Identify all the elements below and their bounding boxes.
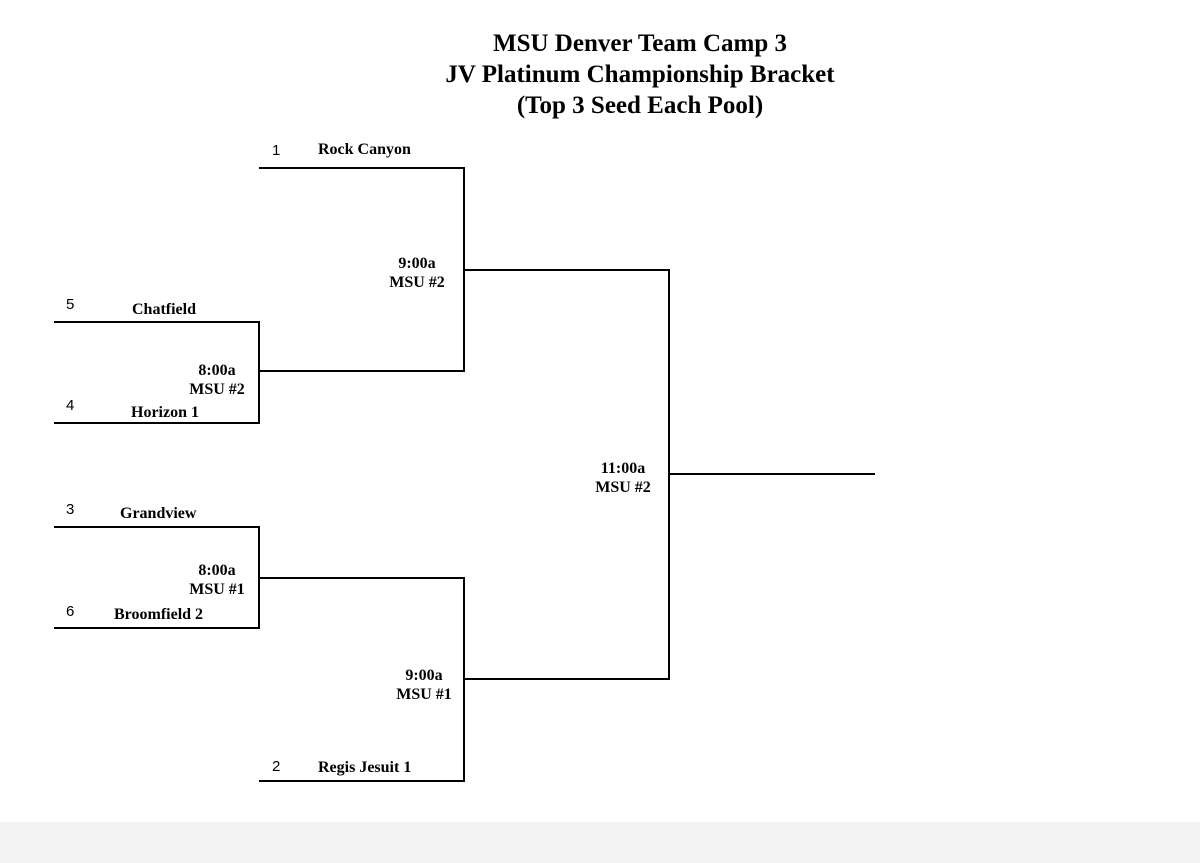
game-r1-top: 8:00a MSU #2 (172, 361, 262, 399)
page-bottom-margin (0, 822, 1200, 863)
team-grandview: Grandview (120, 505, 197, 522)
game-r1-bottom-time: 8:00a (198, 562, 236, 579)
game-semi-bottom: 9:00a MSU #1 (379, 666, 469, 704)
seed-rock-canyon: 1 (272, 142, 281, 159)
seed-regis: 2 (272, 758, 281, 775)
team-chatfield: Chatfield (132, 301, 196, 318)
team-horizon: Horizon 1 (131, 404, 199, 421)
bracket-line-chatfield (54, 321, 260, 424)
game-r1-bottom: 8:00a MSU #1 (172, 561, 262, 599)
team-regis: Regis Jesuit 1 (318, 759, 412, 776)
game-semi-bottom-court: MSU #1 (396, 686, 452, 703)
game-semi-top: 9:00a MSU #2 (372, 254, 462, 292)
game-final-time: 11:00a (600, 460, 646, 477)
seed-grandview: 3 (66, 501, 75, 518)
seed-chatfield: 5 (66, 296, 75, 313)
seed-broomfield: 6 (66, 603, 75, 620)
bracket-line-rock-canyon (259, 167, 465, 372)
title-line-1: MSU Denver Team Camp 3 (493, 30, 787, 57)
title-line-2: JV Platinum Championship Bracket (445, 61, 835, 88)
game-r1-bottom-court: MSU #1 (189, 581, 245, 598)
seed-horizon: 4 (66, 397, 75, 414)
game-semi-bottom-time: 9:00a (405, 667, 443, 684)
team-broomfield: Broomfield 2 (114, 606, 204, 623)
game-r1-top-court: MSU #2 (189, 381, 245, 398)
game-final: 11:00a MSU #2 (578, 459, 668, 497)
title-line-3: (Top 3 Seed Each Pool) (516, 92, 764, 119)
game-r1-top-time: 8:00a (198, 362, 236, 379)
bracket-line-semi-top-winner (463, 269, 670, 680)
game-semi-top-court: MSU #2 (389, 274, 445, 291)
bracket-title: MSU Denver Team Camp 3 JV Platinum Champ… (360, 28, 920, 121)
game-final-court: MSU #2 (595, 479, 651, 496)
game-semi-top-time: 9:00a (398, 255, 436, 272)
team-rock-canyon: Rock Canyon (318, 141, 411, 158)
